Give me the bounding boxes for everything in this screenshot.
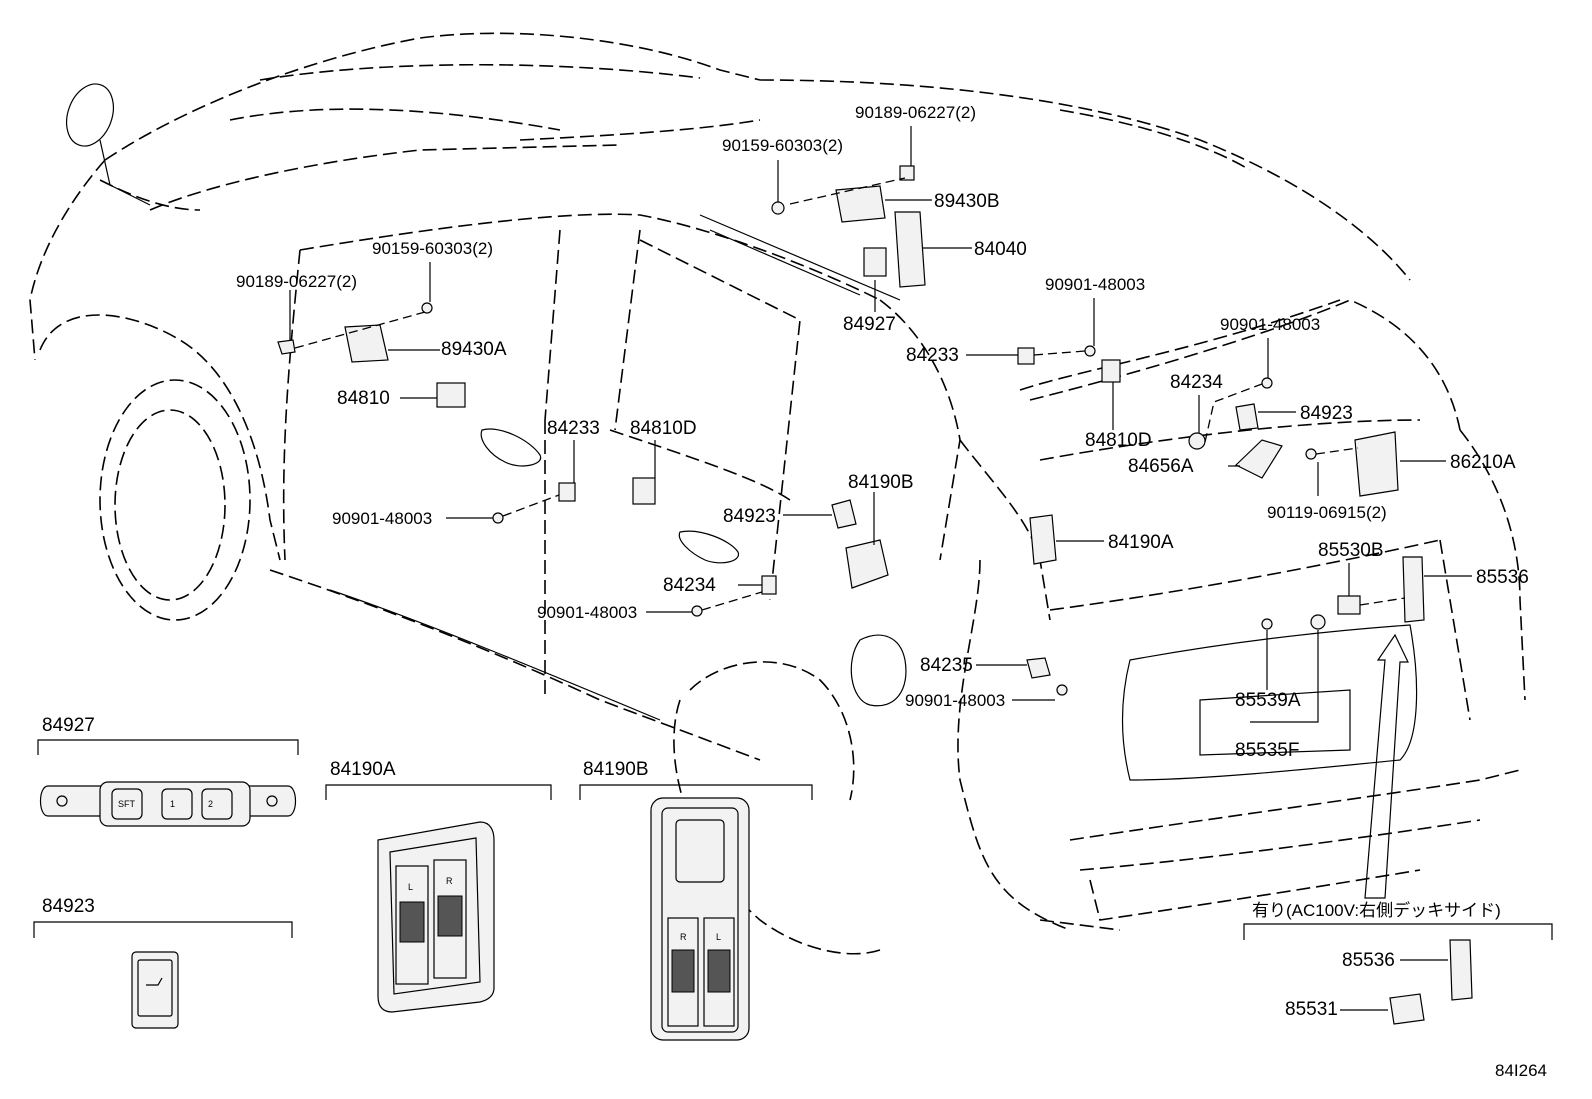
callout-84927: 84927 — [843, 314, 896, 335]
inset-ac100v-option: 有り(AC100V:右側デッキサイド) 85536 85531 — [1243, 900, 1553, 1025]
callout-84190A: 84190A — [1108, 532, 1174, 553]
inset-84927-btn-1: 1 — [170, 799, 175, 809]
callout-84810: 84810 — [337, 388, 390, 409]
part-90119 — [1305, 448, 1317, 460]
callout-90159-top: 90159-60303(2) — [722, 136, 843, 155]
part-84810D-right — [1101, 359, 1121, 383]
leader-lines — [289, 126, 1472, 723]
part-90189-top — [899, 165, 915, 181]
callout-85536-top: 85536 — [1476, 567, 1529, 588]
callout-84234-right: 84234 — [1170, 372, 1223, 393]
part-90189-left — [277, 339, 296, 355]
part-90159-left — [421, 302, 433, 314]
callout-90901-lower: 90901-48003 — [537, 603, 637, 622]
callout-86210A: 86210A — [1450, 452, 1516, 473]
callout-85535F: 85535F — [1235, 740, 1299, 761]
callout-90901-far: 90901-48003 — [1220, 315, 1320, 334]
figure-id: 84I264 — [1495, 1061, 1547, 1080]
inset-84190A-letter-r: R — [446, 876, 453, 886]
inset-84190A: 84190A L R — [325, 759, 552, 1013]
callout-90159-left: 90159-60303(2) — [372, 239, 493, 258]
inset-84190B: 84190B R L — [579, 759, 813, 1041]
part-84190A — [1029, 514, 1057, 565]
part-90901-far — [1261, 377, 1273, 389]
callout-84040: 84040 — [974, 239, 1027, 260]
part-86210A — [1354, 431, 1399, 497]
part-84234-right — [1188, 432, 1206, 450]
part-90159-top — [771, 201, 785, 215]
part-84235 — [1026, 657, 1051, 679]
part-85536-top — [1402, 556, 1425, 623]
inset-84190A-title: 84190A — [330, 759, 396, 780]
part-84923-right — [1235, 403, 1259, 431]
part-85530B — [1337, 595, 1361, 615]
part-84810D-door — [632, 477, 656, 505]
part-84656A — [1234, 439, 1283, 479]
inset-84190B-letter-l: L — [716, 932, 721, 942]
callout-90901-door: 90901-48003 — [332, 509, 432, 528]
callout-85530B: 85530B — [1318, 540, 1384, 561]
callout-84923-mid: 84923 — [723, 506, 776, 527]
callout-84810D-right: 84810D — [1085, 430, 1152, 451]
door-handle-front — [480, 428, 542, 467]
part-84040 — [894, 211, 926, 288]
part-90901-lower — [691, 605, 703, 617]
part-84234-lower — [761, 575, 777, 595]
door-handle-rear — [678, 530, 739, 564]
part-84810 — [436, 382, 466, 408]
part-84927 — [863, 247, 887, 277]
callout-85539A: 85539A — [1235, 690, 1301, 711]
callout-84923-right: 84923 — [1300, 403, 1353, 424]
part-90901-door — [492, 512, 504, 524]
inset-84927-btn-2: 2 — [208, 799, 213, 809]
part-90901-right — [1084, 345, 1096, 357]
callout-84233-right: 84233 — [906, 345, 959, 366]
callout-84810D-door: 84810D — [630, 418, 697, 439]
option-85536: 85536 — [1342, 950, 1395, 971]
parts-drawings — [277, 165, 1425, 899]
callout-89430A: 89430A — [441, 339, 507, 360]
part-84233-door — [558, 482, 576, 502]
callout-90189-left: 90189-06227(2) — [236, 272, 357, 291]
callout-90901-right: 90901-48003 — [1045, 275, 1145, 294]
part-85535F-clip — [1310, 614, 1326, 630]
callout-84190B: 84190B — [848, 472, 914, 493]
callout-84234-lower: 84234 — [663, 575, 716, 596]
vehicle-outline — [29, 32, 1526, 955]
part-85539A — [1261, 618, 1273, 630]
part-84233-right — [1017, 347, 1035, 365]
inset-84927-title: 84927 — [42, 715, 95, 736]
option-85531: 85531 — [1285, 999, 1338, 1020]
inset-84927-btn-sft: SFT — [118, 799, 136, 809]
callout-84656A: 84656A — [1128, 456, 1194, 477]
callout-89430B: 89430B — [934, 191, 1000, 212]
direction-arrow — [1364, 633, 1409, 899]
callout-90189-top: 90189-06227(2) — [855, 103, 976, 122]
inset-84923: 84923 — [33, 896, 293, 1029]
inset-84923-title: 84923 — [42, 896, 95, 917]
callout-84233-door: 84233 — [547, 418, 600, 439]
inset-84927: 84927 SFT 1 2 — [37, 715, 299, 827]
inset-84190B-letter-r: R — [680, 932, 687, 942]
callout-labels: 90189-06227(2) 90159-60303(2) 89430B 840… — [236, 103, 1529, 761]
option-title: 有り(AC100V:右側デッキサイド) — [1252, 900, 1501, 920]
inset-84190A-letter-l: L — [408, 882, 413, 892]
part-89430A — [344, 324, 389, 363]
part-89430B — [835, 185, 886, 223]
callout-90901-rear: 90901-48003 — [905, 691, 1005, 710]
callout-90119: 90119-06915(2) — [1267, 503, 1387, 522]
part-84923-mid — [831, 499, 857, 529]
part-90901-rear — [1056, 684, 1068, 696]
inset-84190B-title: 84190B — [583, 759, 649, 780]
callout-84235: 84235 — [920, 655, 973, 676]
part-84190B — [845, 539, 889, 589]
